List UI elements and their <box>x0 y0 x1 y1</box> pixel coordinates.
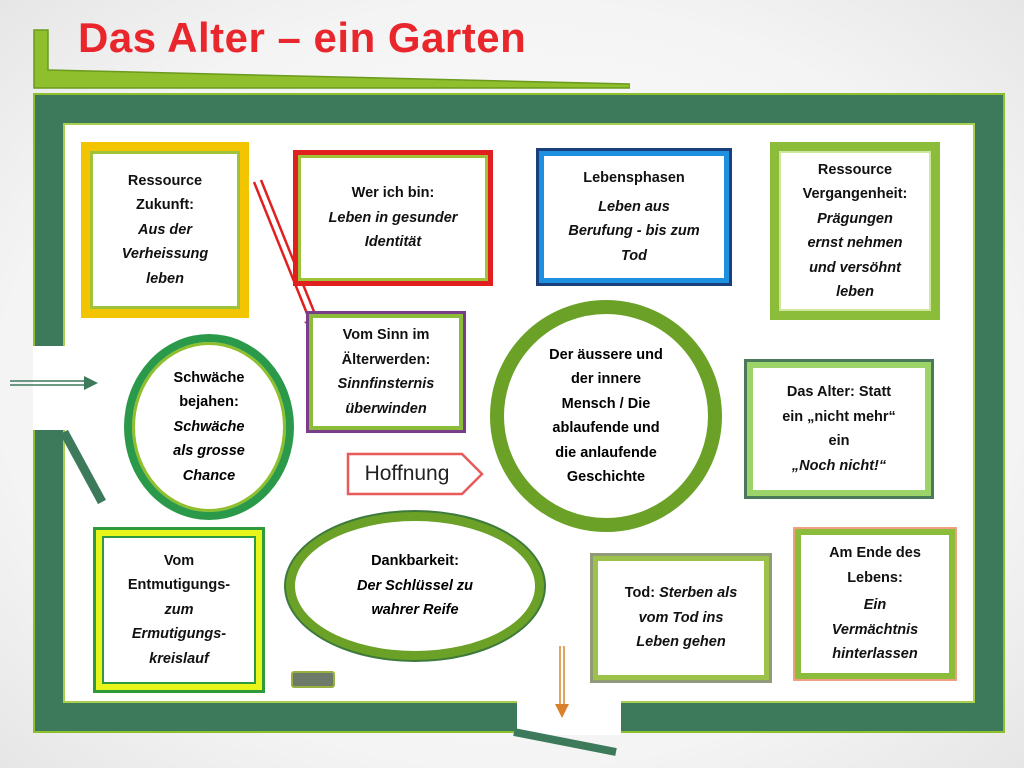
tod-line-1b: Sterben als <box>659 585 738 602</box>
box-am-ende: Am Ende des Lebens: Ein Vermächtnis hint… <box>793 527 957 681</box>
zukunft-line-4: Verheissung <box>121 246 209 263</box>
tod-line-3: Leben gehen <box>636 634 726 651</box>
schwaeche-line-1: Schwäche <box>173 369 245 386</box>
left-gate-opening <box>33 346 67 430</box>
tod-line-1a: Tod: <box>624 585 656 602</box>
schwaeche-line-5: Chance <box>182 467 236 484</box>
ende-line-3: Ein <box>863 597 887 614</box>
schwaeche-line-3: Schwäche <box>173 418 245 435</box>
schwaeche-line-2: bejahen: <box>179 394 239 411</box>
box-tod: Tod: Sterben als vom Tod ins Leben gehen <box>590 553 772 683</box>
left-gate-door <box>60 429 106 505</box>
alter-line-3: ein <box>828 433 850 449</box>
lebensphasen-line-2: Leben aus <box>598 198 670 215</box>
ende-line-1: Am Ende des <box>829 545 921 562</box>
entmutigung-line-3: zum <box>164 601 194 618</box>
ellipse-dankbarkeit: Dankbarkeit: Der Schlüssel zu wahrer Rei… <box>286 512 544 660</box>
dankbarkeit-line-1: Dankbarkeit: <box>371 553 459 570</box>
enter-arrow-icon <box>10 376 98 390</box>
mensch-line-5: die anlaufende <box>555 444 657 461</box>
hoffnung-arrow-shape <box>346 452 484 496</box>
identitaet-line-1: Wer ich bin: <box>351 185 435 202</box>
zukunft-line-2: Zukunft: <box>136 197 194 214</box>
bottom-gate-opening <box>517 699 621 735</box>
vergangenheit-line-5: und versöhnt <box>809 259 901 276</box>
hoffnung-label: Hoffnung <box>364 462 450 485</box>
entmutigung-line-2: Entmutigungs- <box>127 577 231 594</box>
garden-bench <box>291 671 335 688</box>
sinn-line-1: Vom Sinn im <box>342 327 430 343</box>
entmutigung-line-5: kreislauf <box>149 650 209 667</box>
alter-line-4: „Noch nicht!“ <box>791 457 887 474</box>
sinn-line-2: Älterwerden: <box>341 351 431 368</box>
vergangenheit-line-6: leben <box>836 284 874 300</box>
vergangenheit-line-4: ernst nehmen <box>807 235 903 251</box>
box-lebensphasen: Lebensphasen Leben aus Berufung - bis zu… <box>536 148 732 286</box>
vergangenheit-line-2: Vergangenheit: <box>802 186 908 202</box>
zukunft-line-3: Aus der <box>138 221 192 238</box>
entmutigung-line-4: Ermutigungs- <box>131 626 227 643</box>
mensch-line-2: der innere <box>570 371 642 387</box>
alter-line-2: ein „nicht mehr“ <box>782 408 896 425</box>
ende-line-5: hinterlassen <box>832 646 918 663</box>
identitaet-line-3: Identität <box>364 234 422 251</box>
lebensphasen-line-3: Berufung - bis zum <box>568 223 700 239</box>
identitaet-line-2: Leben in gesunder <box>328 209 458 226</box>
vergangenheit-line-1: Ressource <box>817 161 893 178</box>
mensch-line-3: Mensch / Die <box>561 395 651 412</box>
box-wer-ich-bin: Wer ich bin: Leben in gesunder Identität <box>293 150 493 286</box>
mensch-line-4: ablaufende und <box>552 420 660 436</box>
ellipse-schwaeche: Schwäche bejahen: Schwäche als grosse Ch… <box>124 334 294 520</box>
entmutigung-line-1: Vom <box>163 552 195 569</box>
alter-line-1: Das Alter: Statt <box>786 384 892 400</box>
ende-line-2: Lebens: <box>847 569 903 586</box>
lebensphasen-line-1: Lebensphasen <box>583 170 685 186</box>
box-ressource-vergangenheit: Ressource Vergangenheit: Prägungen ernst… <box>770 142 940 320</box>
exit-arrow-icon <box>555 646 569 718</box>
box-das-alter: Das Alter: Statt ein „nicht mehr“ ein „N… <box>744 359 934 499</box>
title-bracket-decoration <box>33 29 630 89</box>
mensch-line-1: Der äussere und <box>549 346 663 363</box>
mensch-line-6: Geschichte <box>566 469 646 485</box>
zukunft-line-5: leben <box>146 270 184 287</box>
schwaeche-line-4: als grosse <box>173 443 245 460</box>
dankbarkeit-line-3: wahrer Reife <box>371 602 459 619</box>
box-entmutigung: Vom Entmutigungs- zum Ermutigungs- kreis… <box>93 527 265 693</box>
dankbarkeit-line-2: Der Schlüssel zu <box>356 577 474 594</box>
ende-line-4: Vermächtnis <box>831 621 919 638</box>
tod-line-2: vom Tod ins <box>638 609 724 626</box>
zukunft-line-1: Ressource <box>127 172 203 189</box>
vergangenheit-line-3: Prägungen <box>817 210 893 227</box>
box-vom-sinn: Vom Sinn im Älterwerden: Sinnfinsternis … <box>306 311 466 433</box>
page-title: Das Alter – ein Garten <box>78 14 527 61</box>
lebensphasen-line-4: Tod <box>620 247 648 264</box>
sinn-line-4: überwinden <box>345 400 427 417</box>
bottom-gate-door <box>513 728 617 756</box>
box-ressource-zukunft: Ressource Zukunft: Aus der Verheissung l… <box>81 142 249 318</box>
circle-mensch: Der äussere und der innere Mensch / Die … <box>490 300 722 532</box>
sinn-line-3: Sinnfinsternis <box>337 376 435 392</box>
